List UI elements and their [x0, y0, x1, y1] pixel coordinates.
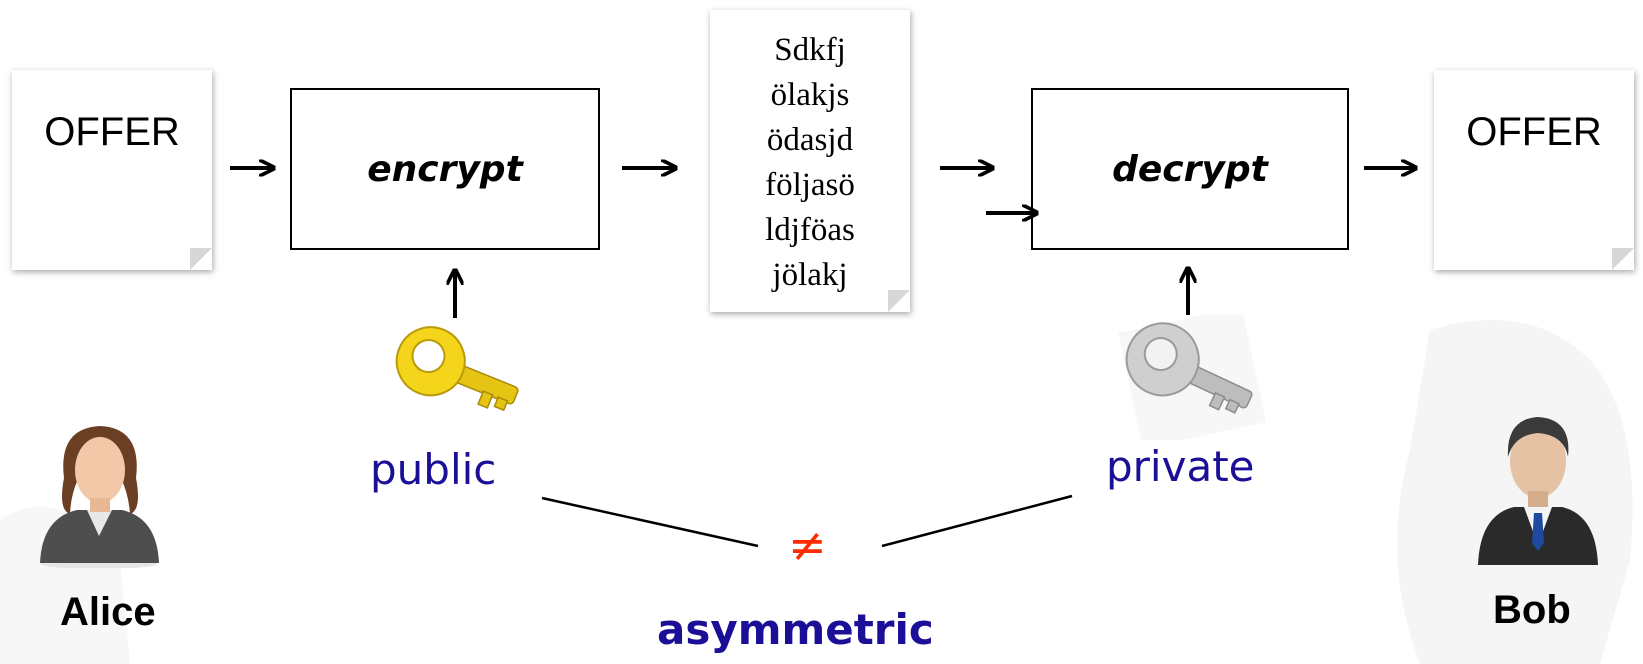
page-fold — [1612, 248, 1634, 270]
private-key-label: private — [1106, 442, 1255, 491]
receiver-name: Bob — [1493, 588, 1571, 632]
decrypt-box: decrypt — [1031, 88, 1349, 250]
decrypt-label: decrypt — [1112, 148, 1268, 190]
plaintext-document-left: OFFER — [12, 70, 212, 270]
plaintext-document-right: OFFER — [1434, 70, 1634, 270]
key-icon — [1118, 315, 1265, 440]
ciphertext-line: ölakjs — [770, 77, 850, 113]
not-equal-symbol: ≠ — [788, 518, 827, 572]
plaintext-right-text: OFFER — [1466, 110, 1602, 154]
ciphertext-line: ldjföas — [765, 212, 855, 248]
encrypt-label: encrypt — [367, 148, 523, 190]
ciphertext-line: Sdkfj — [774, 32, 846, 68]
plaintext-left-text: OFFER — [44, 110, 180, 154]
woman-avatar-icon — [40, 426, 159, 568]
sender-name: Alice — [60, 590, 156, 634]
scheme-label: asymmetric — [657, 605, 934, 654]
encrypt-box: encrypt — [290, 88, 600, 250]
ciphertext-document: Sdkfj ölakjs ödasjd följasö ldjföas jöla… — [710, 10, 910, 312]
line-neq-to-private — [881, 494, 1073, 548]
ciphertext-line: följasö — [765, 167, 855, 203]
page-fold — [190, 248, 212, 270]
key-icon — [395, 326, 519, 412]
ciphertext-line: jölakj — [772, 257, 848, 293]
line-public-to-neq — [541, 496, 759, 548]
ciphertext-line: ödasjd — [766, 122, 854, 158]
public-key-label: public — [370, 445, 497, 494]
page-fold — [888, 290, 910, 312]
man-avatar-icon — [1478, 417, 1598, 565]
